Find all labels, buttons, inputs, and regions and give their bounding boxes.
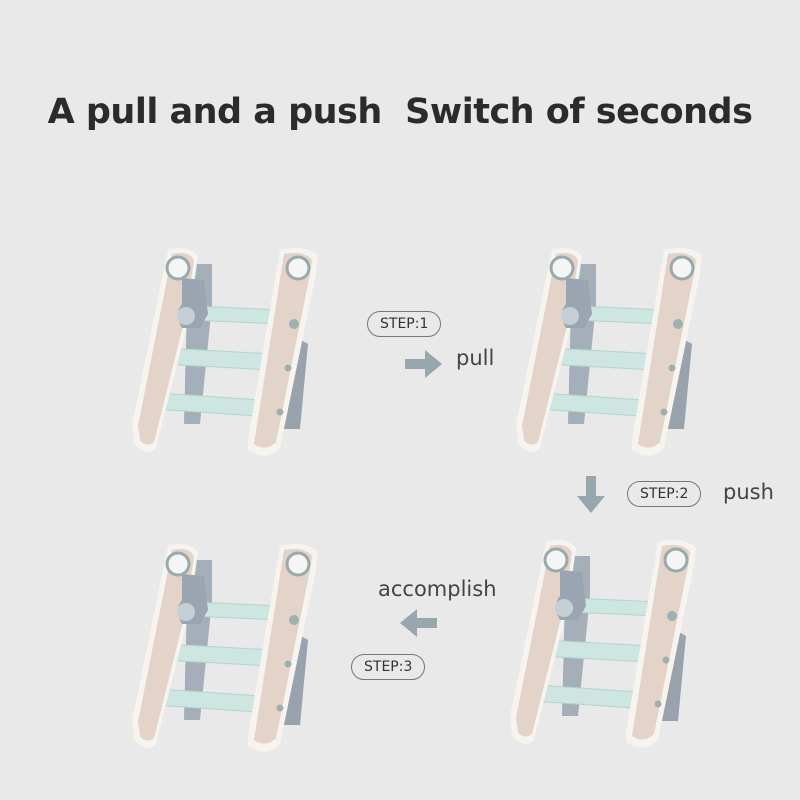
step-3-badge: STEP:3 xyxy=(351,654,426,680)
arrow-down-icon xyxy=(577,476,605,513)
stool-pulled-image xyxy=(514,244,714,464)
step-2-badge: STEP:2 xyxy=(627,481,702,507)
stool-completed-image xyxy=(130,540,330,760)
arrow-left-icon xyxy=(400,609,437,637)
page-title: A pull and a push Switch of seconds xyxy=(47,92,753,132)
step-2-action: push xyxy=(723,480,774,504)
step-1-badge: STEP:1 xyxy=(367,311,442,337)
step-1-action: pull xyxy=(456,346,495,370)
stool-pushed-image xyxy=(508,536,708,756)
stool-folded-image xyxy=(130,244,330,464)
step-3-action: accomplish xyxy=(378,577,497,601)
arrow-right-icon xyxy=(405,350,442,378)
